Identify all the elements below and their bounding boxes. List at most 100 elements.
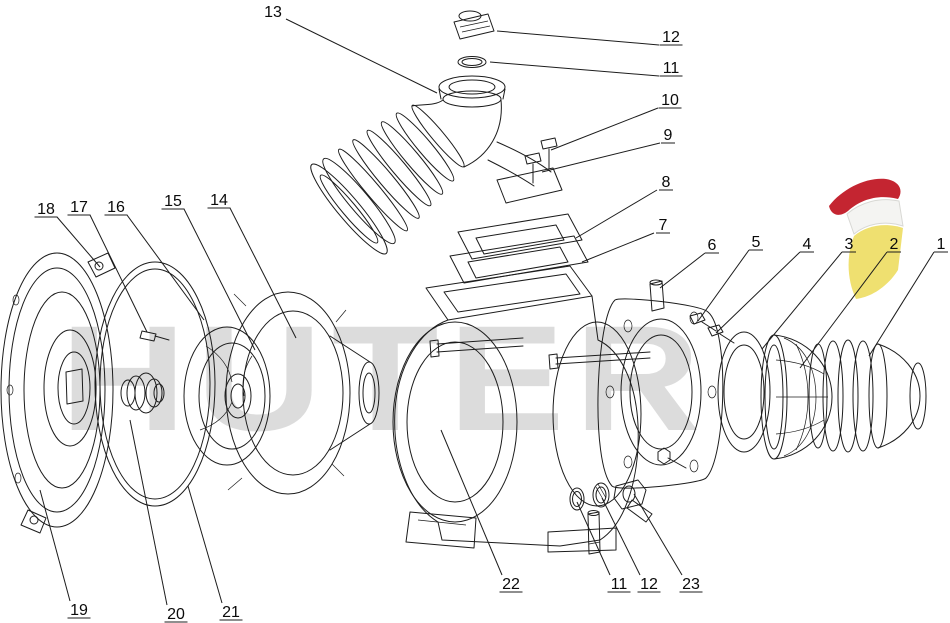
callout-5: 5: [697, 234, 763, 322]
leader-line: [761, 251, 843, 350]
callout-11: 11: [576, 501, 631, 593]
callout-number: 22: [502, 576, 520, 593]
callout-11: 11: [489, 60, 683, 77]
part-strainer: [760, 334, 833, 460]
leader-line: [489, 61, 660, 77]
callout-20: 20: [129, 419, 188, 623]
leader-line: [183, 208, 256, 351]
callout-number: 7: [659, 217, 668, 234]
part-drain-oring: [569, 487, 585, 511]
part-mount-bolts: [524, 137, 558, 184]
logo-white-ribbon: [846, 199, 904, 235]
callout-number: 12: [662, 29, 680, 46]
part-filler-neck: [438, 75, 506, 108]
part-outlet-gasket: [449, 235, 589, 284]
part-discharge-elbow: [310, 99, 563, 255]
part-dowel-pin: [649, 279, 665, 312]
callout-number: 12: [640, 576, 658, 593]
leader-line: [56, 216, 101, 268]
callout-18: 18: [34, 201, 101, 268]
leader-line: [496, 30, 660, 46]
callout-number: 2: [890, 236, 899, 253]
callout-22: 22: [440, 429, 523, 593]
leader-line: [285, 18, 438, 94]
callout-3: 3: [761, 236, 856, 350]
part-drain-cock: [613, 479, 653, 523]
callout-4: 4: [715, 236, 814, 334]
leader-line: [715, 251, 801, 334]
huter-watermark: HUTER: [60, 294, 710, 462]
callout-number: 15: [164, 193, 182, 210]
callout-number: 16: [107, 199, 125, 216]
callout-number: 6: [708, 237, 717, 254]
part-stud-bolt-right: [548, 351, 651, 370]
part-body-bolt: [657, 447, 687, 469]
leader-line: [633, 493, 683, 576]
part-stud-bolt-left: [429, 337, 524, 358]
part-mechanical-seal: [120, 372, 165, 414]
leader-line: [129, 419, 168, 606]
callout-7: 7: [581, 217, 670, 263]
callout-number: 14: [210, 192, 228, 209]
callout-number: 11: [663, 60, 680, 77]
leader-line: [799, 251, 888, 369]
leader-line: [440, 429, 503, 576]
callout-number: 23: [682, 576, 700, 593]
leader-line: [541, 142, 661, 173]
callout-number: 13: [264, 4, 282, 21]
part-impeller: [183, 326, 271, 466]
part-hose-coupling: [808, 339, 927, 453]
callout-10: 10: [550, 92, 682, 151]
part-cover-seal-ring: [94, 261, 216, 507]
logo-yellow-ribbon: [848, 225, 903, 299]
callout-21: 21: [187, 485, 243, 621]
part-cap-oring: [457, 56, 487, 68]
leader-line: [39, 489, 71, 602]
leader-line: [576, 501, 611, 576]
callout-number: 4: [803, 236, 812, 253]
callout-number: 9: [664, 127, 673, 144]
callout-19: 19: [39, 489, 91, 619]
leader-line: [575, 189, 658, 239]
callout-number: 18: [37, 201, 55, 218]
part-drain-plug: [587, 510, 601, 555]
callout-number: 17: [70, 199, 88, 216]
callout-14: 14: [207, 192, 297, 339]
callout-23: 23: [633, 493, 703, 593]
part-flange-gasket: [717, 331, 771, 453]
callout-13: 13: [264, 4, 438, 94]
callout-number: 3: [845, 236, 854, 253]
leader-line: [868, 251, 935, 357]
part-outlet-flange: [457, 213, 583, 260]
callout-17: 17: [67, 199, 148, 333]
callout-number: 21: [222, 604, 240, 621]
callout-9: 9: [541, 127, 675, 173]
logo-red-ribbon: [829, 178, 901, 215]
callout-number: 19: [70, 602, 88, 619]
callout-16: 16: [104, 199, 205, 321]
leader-line: [229, 207, 297, 339]
leader-line: [126, 214, 205, 321]
leader-line: [581, 232, 655, 263]
callout-12: 12: [601, 497, 661, 593]
callout-number: 11: [611, 576, 628, 593]
callout-number: 1: [937, 236, 946, 253]
part-cover-screw: [139, 330, 170, 342]
leader-line: [697, 249, 750, 322]
part-rear-cover-plate: [597, 298, 724, 489]
callout-1: 1: [868, 236, 948, 357]
callout-number: 8: [662, 174, 671, 191]
callout-8: 8: [575, 174, 673, 239]
part-volute: [225, 291, 380, 495]
leader-line: [550, 107, 659, 151]
callout-2: 2: [799, 236, 901, 369]
callout-number: 5: [752, 234, 761, 251]
callout-number: 20: [167, 606, 185, 623]
huter-logo: [829, 178, 904, 299]
leader-line: [89, 214, 148, 333]
callout-15: 15: [161, 193, 256, 351]
callout-12: 12: [496, 29, 683, 46]
